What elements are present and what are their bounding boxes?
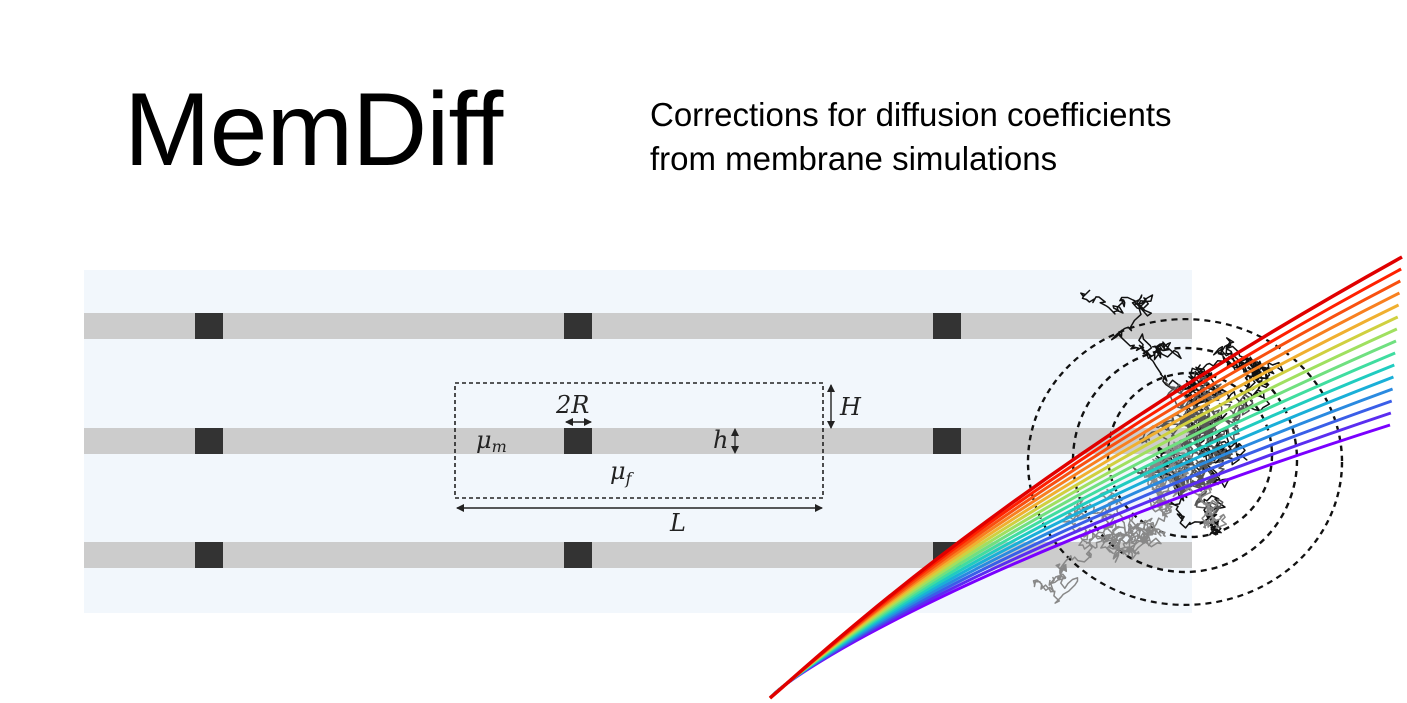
random-walk-mid [1132,376,1254,515]
label-mu-f: μf [610,457,635,488]
subtitle-line-1: Corrections for diffusion coefficients [650,96,1172,133]
membrane-band-middle [84,428,1192,454]
protein-block [933,428,961,454]
subtitle: Corrections for diffusion coefficients f… [650,93,1172,181]
diffusion-circle-outer [1026,318,1344,606]
protein-block [564,542,592,568]
protein-block [195,428,223,454]
unit-cell-dashed-box [454,382,824,499]
membrane-band-top [84,313,1192,339]
rainbow-curves [768,255,1403,700]
subtitle-line-2: from membrane simulations [650,140,1058,177]
protein-block [564,428,592,454]
protein-block [195,313,223,339]
protein-block [564,313,592,339]
label-mu-m: μm [476,426,507,456]
protein-block [195,542,223,568]
protein-block [933,313,961,339]
rainbow-curve [768,255,1403,700]
label-l: L [669,509,686,537]
label-h-cap: H [839,393,862,421]
page-title: MemDiff [124,72,503,188]
label-2r: 2R [555,391,589,419]
diffusion-circle-middle [1071,346,1299,574]
label-h-small: h [713,426,728,454]
